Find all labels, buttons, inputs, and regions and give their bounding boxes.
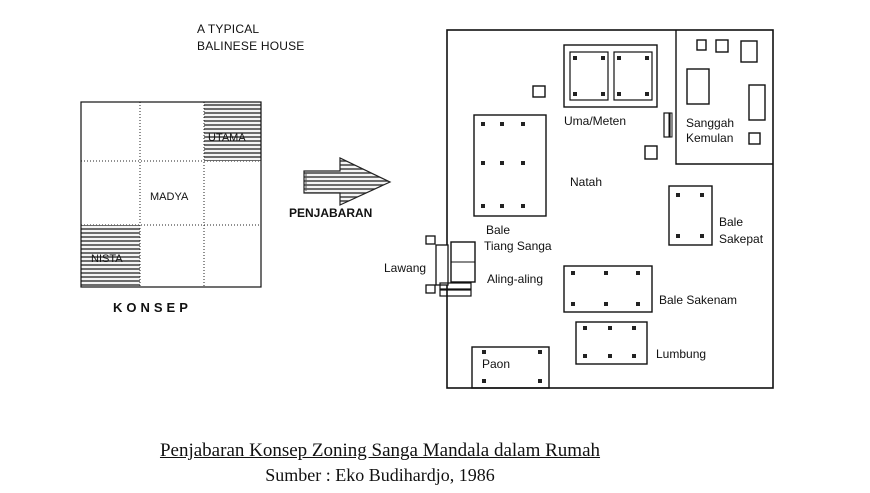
aling-aling-label: Aling-aling xyxy=(487,272,544,286)
concept-grid xyxy=(80,101,262,288)
lumbung-label: Lumbung xyxy=(656,347,707,361)
paon-building xyxy=(471,346,550,389)
bale-tiang-sanga-building xyxy=(473,114,547,217)
bale-sakepat-building xyxy=(668,185,713,246)
concept-header-line2: BALINESE HOUSE xyxy=(197,39,305,53)
concept-header-line1: A TYPICAL xyxy=(197,22,260,36)
penjabaran-label: PENJABARAN xyxy=(289,206,373,220)
bale-tiang-sanga-label-line1: Bale xyxy=(486,223,511,237)
lawang-gate xyxy=(425,235,476,297)
utama-label: UTAMA xyxy=(208,132,246,144)
lawang-label: Lawang xyxy=(384,261,427,275)
small-shrine xyxy=(532,85,546,98)
small-shrine xyxy=(644,145,658,160)
uma-meten-label: Uma/Meten xyxy=(564,114,627,128)
penjabaran-arrow xyxy=(303,157,392,206)
nista-zone xyxy=(81,225,140,287)
bale-sakenam-building xyxy=(563,265,653,313)
bale-sakepat-label-line2: Sakepat xyxy=(719,232,764,246)
natah-label: Natah xyxy=(570,175,603,189)
bale-sakepat-label-line1: Bale xyxy=(719,215,744,229)
paon-label: Paon xyxy=(482,357,511,371)
nista-label: NISTA xyxy=(91,253,123,265)
bale-sakenam-label: Bale Sakenam xyxy=(659,293,738,307)
sanggah-shrines xyxy=(663,39,766,145)
compound-wall xyxy=(446,29,774,389)
uma-meten-building xyxy=(563,44,658,108)
figure-caption-title: Penjabaran Konsep Zoning Sanga Mandala d… xyxy=(159,440,601,461)
sanggah-enclosure xyxy=(675,30,773,165)
house-plan xyxy=(425,29,774,389)
konsep-label: KONSEP xyxy=(113,300,192,315)
sanggah-label-line1: Sanggah xyxy=(686,116,735,130)
sanggah-label-line2: Kemulan xyxy=(686,131,734,145)
madya-label: MADYA xyxy=(150,191,189,203)
lumbung-building xyxy=(575,321,648,365)
figure-caption-source: Sumber : Eko Budihardjo, 1986 xyxy=(265,465,495,485)
utama-zone xyxy=(204,102,261,161)
bale-tiang-sanga-label-line2: Tiang Sanga xyxy=(484,239,552,253)
